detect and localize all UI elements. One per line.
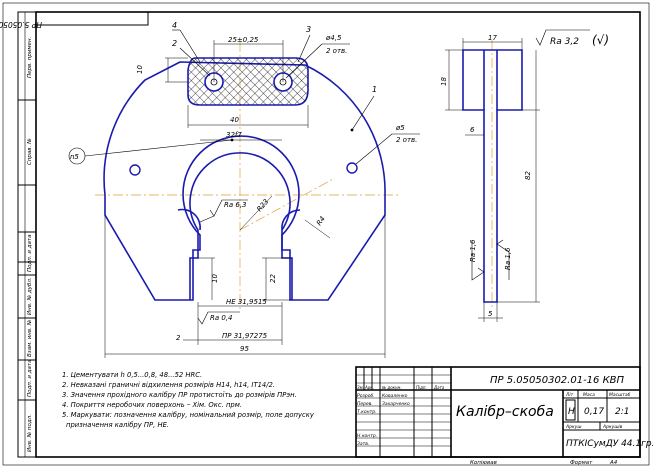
ref-n5: n5 bbox=[70, 153, 79, 161]
callout-2b: 2 bbox=[176, 334, 181, 342]
callout-4: 4 bbox=[172, 21, 177, 30]
sidebar-label-4: Взам. инв. № bbox=[27, 319, 33, 357]
dim-r4: R4 bbox=[315, 215, 327, 227]
roughness-general-label: Ra 3,2 bbox=[550, 37, 579, 47]
top-stamp: ПР 5.05050302.01-16 КВП bbox=[0, 11, 149, 29]
role-sign: Підп. bbox=[416, 385, 427, 390]
dim-40: 40 bbox=[230, 116, 239, 124]
header-lit: Літ bbox=[565, 392, 574, 398]
sidebar-label-5: Подп. и дата bbox=[27, 359, 33, 397]
note-4: 4. Покриття неробочих поверхонь – Хім. О… bbox=[62, 401, 242, 409]
dim-22: 22 bbox=[269, 274, 277, 283]
sidebar-label-0: Перв. примен. bbox=[27, 36, 33, 78]
note-3: 3. Значення прохідного калібру ПР протис… bbox=[62, 391, 297, 399]
top-stamp-text: ПР 5.05050302.01-16 КВП bbox=[0, 20, 42, 29]
dim-25: 25±0,25 bbox=[228, 36, 259, 44]
format-value: А4 bbox=[609, 460, 618, 466]
sheets-label: Аркушів bbox=[602, 424, 623, 430]
roughness-general-suffix: (√) bbox=[592, 33, 609, 47]
copy-label: Копіював bbox=[470, 460, 497, 466]
general-roughness: Ra 3,2 (√) bbox=[535, 29, 609, 47]
role-date: Дата bbox=[433, 385, 445, 390]
title-block: Розроб. Перев. Т.контр. Н.контр. Затв. З… bbox=[355, 366, 653, 466]
side-dim-17: 17 bbox=[488, 34, 497, 42]
title-designation: ПР 5.05050302.01-16 КВП bbox=[490, 375, 625, 386]
role-docnum: № докум. bbox=[381, 385, 402, 390]
person-1: Коваленко bbox=[382, 393, 408, 399]
dim-ra04: Ra 0,4 bbox=[210, 314, 233, 322]
side-ra16b: Ra 1,6 bbox=[504, 247, 512, 270]
side-dim-82: 82 bbox=[524, 171, 532, 180]
dim-ra63: Ra 6,3 bbox=[224, 201, 247, 209]
sidebar-label-3: Инв. № дубл. bbox=[27, 277, 33, 315]
dim-95: 95 bbox=[240, 345, 249, 353]
side-dim-6: 6 bbox=[470, 126, 475, 134]
note-2: 2. Невказані граничні відхилення розмірі… bbox=[62, 381, 275, 389]
note-1: 1. Цементувати h 0,5...0,8, 48...52 HRC. bbox=[62, 371, 202, 379]
person-2: Захарченко bbox=[382, 401, 410, 407]
technical-notes: 1. Цементувати h 0,5...0,8, 48...52 HRC.… bbox=[62, 371, 315, 429]
header-scale: Масштаб bbox=[609, 392, 631, 398]
sidebar-label-1: Справ. № bbox=[27, 138, 33, 165]
note-5b: призначення калібру ПР, НЕ. bbox=[66, 421, 169, 429]
callout-hole-small-count: 2 отв. bbox=[326, 47, 347, 55]
callout-hole-small: ø4,5 bbox=[325, 34, 342, 42]
title-name: Калібр–скоба bbox=[456, 404, 554, 420]
title-lit: Н bbox=[568, 407, 575, 417]
main-view: 25±0,25 10 40 32f7 4 2 3 ø4,5 2 отв. 1 ø… bbox=[68, 21, 420, 358]
part-outline bbox=[103, 61, 386, 301]
sidebar-label-6: Инв. № подл. bbox=[27, 414, 33, 452]
role-change: Зм. bbox=[357, 385, 364, 390]
note-5: 5. Маркувати: позначення калібру, номіна… bbox=[62, 411, 315, 419]
sheet-label: Аркуш bbox=[565, 424, 581, 430]
title-mass: 0,17 bbox=[584, 407, 604, 417]
callout-2: 2 bbox=[172, 39, 177, 48]
side-dim-18: 18 bbox=[440, 77, 448, 86]
dim-10b: 10 bbox=[211, 274, 219, 283]
sidebar-label-2: Подп. и дата bbox=[27, 234, 33, 272]
role-check: Перев. bbox=[357, 401, 373, 407]
dim-10: 10 bbox=[136, 65, 144, 74]
callout-hole-big-count: 2 отв. bbox=[396, 136, 417, 144]
title-scale: 2:1 bbox=[615, 407, 629, 417]
dim-ne: НЕ 31,9515 bbox=[226, 298, 267, 306]
format-label: Формат bbox=[570, 460, 593, 466]
role-develop: Розроб. bbox=[357, 393, 375, 399]
role-ncontrol: Н.контр. bbox=[357, 433, 377, 439]
callout-1: 1 bbox=[372, 85, 377, 94]
side-dim-5: 5 bbox=[488, 310, 493, 318]
title-org: ПТКІСумДУ 44.1гр. bbox=[566, 439, 653, 449]
role-tcontrol: Т.контр. bbox=[357, 409, 377, 415]
dim-pr: ПР 31,97275 bbox=[222, 332, 268, 340]
header-mass: Маса bbox=[583, 392, 595, 398]
callout-hole-big: ø5 bbox=[395, 124, 405, 132]
hole-left bbox=[129, 164, 141, 176]
callout-3: 3 bbox=[306, 25, 311, 34]
role-approve: Затв. bbox=[357, 441, 369, 447]
hole-right bbox=[346, 162, 358, 174]
side-strip: Перв. примен. Справ. № Подп. и дата Инв.… bbox=[17, 11, 37, 458]
side-view: 17 18 6 82 Ra 1,6 Ra 1,6 5 bbox=[440, 34, 540, 322]
side-ra16a: Ra 1,6 bbox=[469, 239, 477, 262]
dim-32f7: 32f7 bbox=[226, 131, 242, 139]
role-sheet: Арк. bbox=[364, 385, 374, 390]
